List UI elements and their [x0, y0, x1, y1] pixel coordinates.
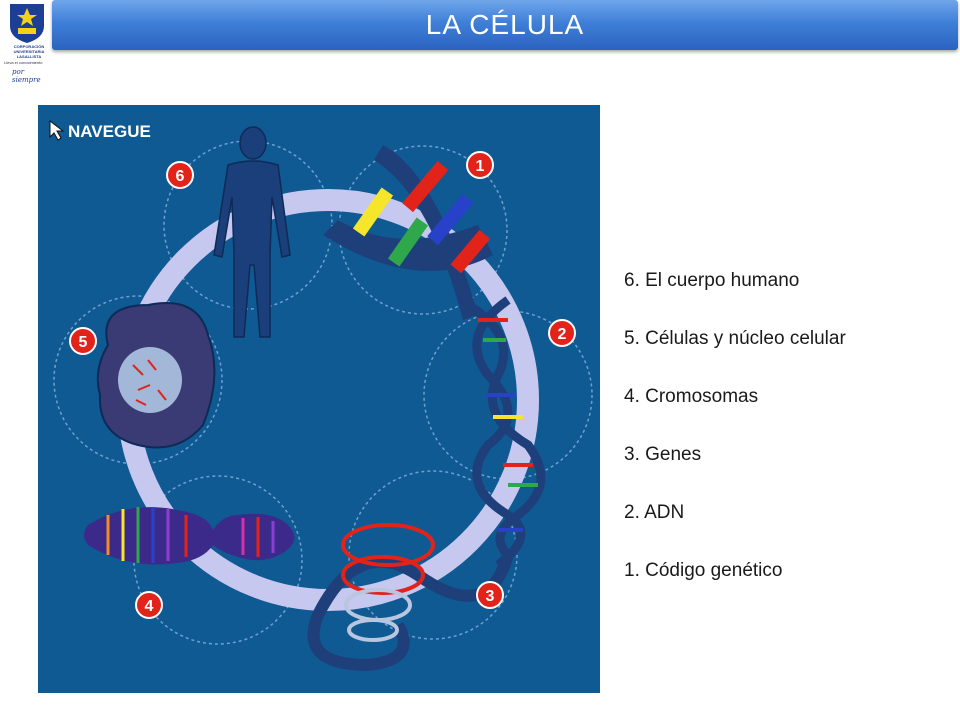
cell-levels-diagram: NAVEGUE: [38, 105, 600, 693]
stage-badge-5: 5: [69, 327, 97, 355]
stage-badge-3: 3: [476, 581, 504, 609]
shield-icon: [10, 4, 44, 43]
logo-script: por siempre: [12, 68, 41, 84]
svg-text:3: 3: [486, 588, 495, 605]
stage-circles: [53, 140, 593, 645]
svg-text:5: 5: [79, 334, 88, 351]
university-logo: CORPORACIÓN UNIVERSITARIA LASALLISTA Lle…: [4, 2, 50, 84]
stage-badges: 1 2 3 4 5 6: [69, 151, 576, 619]
legend: 6. El cuerpo humano 5. Células y núcleo …: [624, 270, 846, 618]
legend-item: 5. Células y núcleo celular: [624, 328, 846, 349]
chromosome-icon: [84, 507, 295, 565]
stage-badge-1: 1: [466, 151, 494, 179]
svg-text:4: 4: [145, 598, 154, 615]
legend-item: 3. Genes: [624, 444, 702, 465]
cell-nucleus-icon: [96, 302, 216, 449]
logo-tagline: Lleva el conocimiento: [4, 60, 43, 65]
logo-org-name: CORPORACIÓN UNIVERSITARIA LASALLISTA: [13, 44, 45, 59]
legend-item: 4. Cromosomas: [624, 386, 759, 407]
human-body-icon: [213, 126, 291, 338]
legend-item: 2. ADN: [624, 502, 685, 523]
page-title: LA CÉLULA: [425, 9, 585, 40]
legend-item: 1. Código genético: [624, 560, 783, 581]
chromatin-coil-icon: [341, 523, 435, 642]
legend-item: 6. El cuerpo humano: [624, 270, 800, 291]
dna-helix-icon: [307, 296, 546, 672]
nav-cursor-icon: [49, 119, 65, 141]
dna-ladder-icon: [323, 145, 493, 320]
title-bar: LA CÉLULA: [52, 0, 958, 50]
svg-text:1: 1: [476, 158, 485, 175]
svg-text:2: 2: [558, 326, 567, 343]
nav-label: NAVEGUE: [68, 122, 151, 141]
stage-badge-2: 2: [548, 319, 576, 347]
svg-text:6: 6: [176, 168, 185, 185]
stage-badge-6: 6: [166, 161, 194, 189]
stage-badge-4: 4: [135, 591, 163, 619]
